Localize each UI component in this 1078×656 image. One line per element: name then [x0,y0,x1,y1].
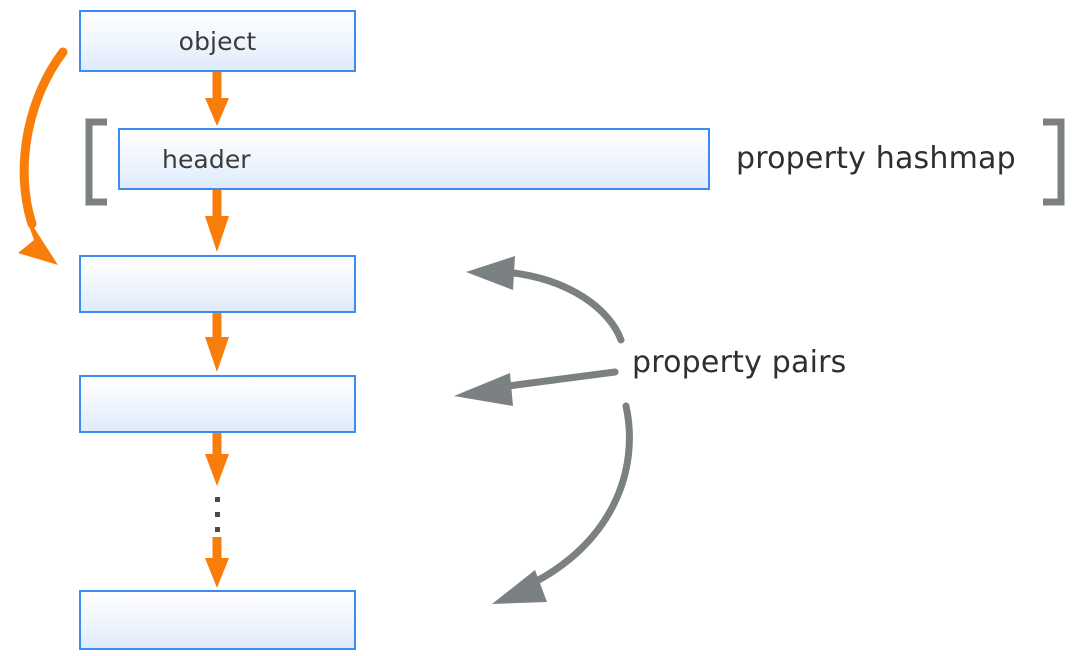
object-box[interactable]: object [79,10,356,72]
object-box-label: object [178,26,257,56]
orange-arrow-ellipsis-to-last-pair [205,537,229,588]
orange-arrow-object-to-header [205,72,229,126]
orange-curved-arrow [18,47,68,265]
open-bracket-icon [85,118,107,206]
gray-arrow-to-pair1 [466,256,625,344]
property-pairs-label: property pairs [632,345,847,380]
property-hashmap-label: property hashmap [736,141,1016,176]
orange-arrow-header-to-pair1 [205,190,229,252]
close-bracket-icon [1043,118,1065,206]
gray-arrow-to-pair2 [454,368,619,406]
ellipsis-dot-1 [215,497,220,502]
property-pair-box-2[interactable] [79,375,356,433]
property-hashmap-row[interactable]: header [118,128,710,190]
ellipsis-dot-3 [215,527,220,532]
header-label: header [162,144,251,174]
gray-arrow-to-last-pair [492,402,633,604]
property-pair-box-1[interactable] [79,255,356,313]
ellipsis-dot-2 [215,512,220,517]
orange-arrow-pair1-to-pair2 [205,313,229,372]
orange-arrow-pair2-to-ellipsis [205,433,229,486]
property-pair-box-last[interactable] [79,590,356,650]
